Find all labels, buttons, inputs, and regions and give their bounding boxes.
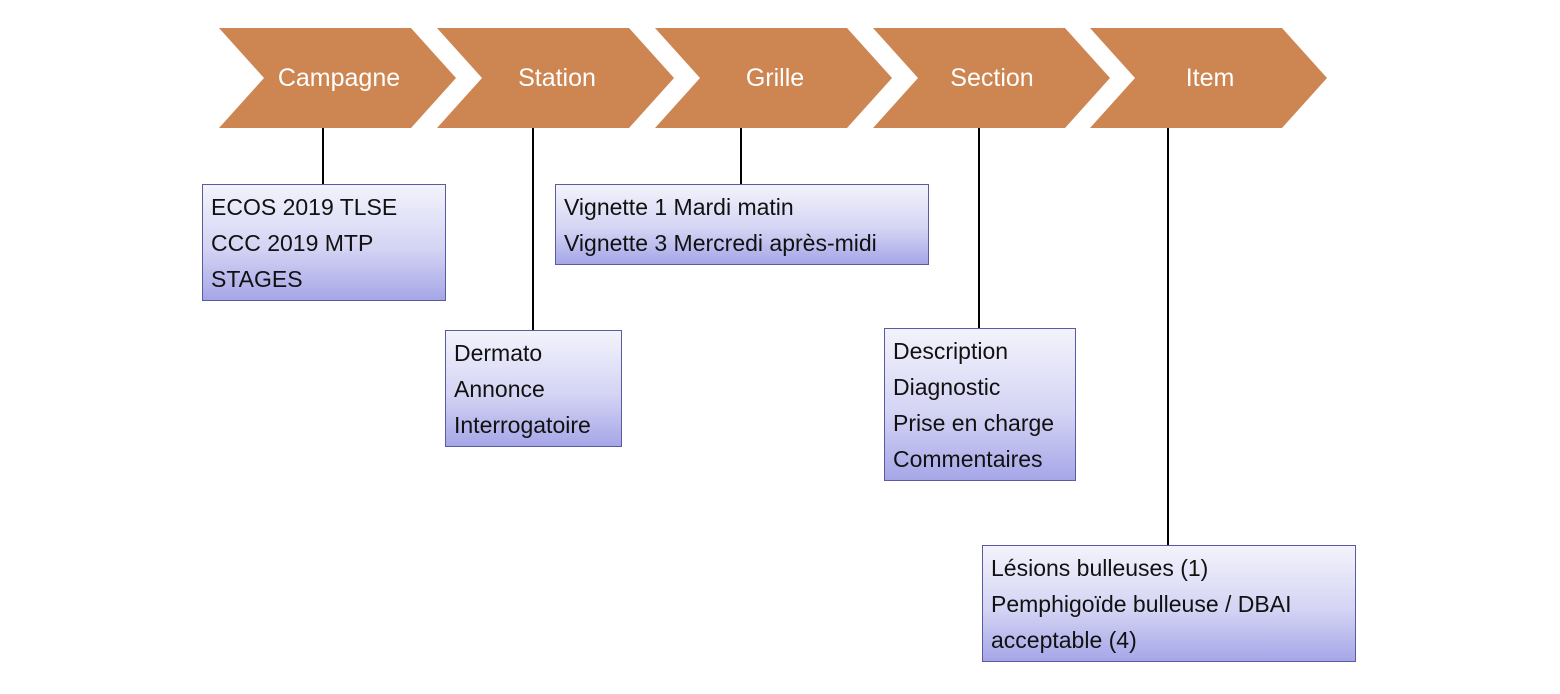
item-box: Lésions bulleuses (1) Pemphigoïde bulleu…	[982, 545, 1356, 662]
grille-box: Vignette 1 Mardi matin Vignette 3 Mercre…	[555, 184, 929, 265]
campagne-entry: STAGES	[211, 266, 303, 292]
grille-entry: Vignette 1 Mardi matin	[564, 194, 794, 220]
item-entry: Lésions bulleuses (1)	[991, 555, 1209, 581]
grille-entry: Vignette 3 Mercredi après-midi	[564, 230, 877, 256]
station-entry: Interrogatoire	[454, 412, 591, 438]
chevron-label-campagne: Campagne	[278, 64, 400, 92]
section-box: Description Diagnostic Prise en charge C…	[884, 328, 1076, 481]
section-entry: Prise en charge	[893, 410, 1055, 436]
chevron-section: Section	[873, 28, 1110, 128]
section-entry: Description	[893, 338, 1009, 364]
chevron-label-item: Item	[1186, 64, 1235, 92]
station-entry: Dermato	[454, 340, 543, 366]
station-box: Dermato Annonce Interrogatoire	[445, 330, 622, 447]
chevron-label-station: Station	[518, 64, 596, 92]
chevron-grille: Grille	[655, 28, 892, 128]
item-entry: Pemphigoïde bulleuse / DBAI	[991, 591, 1292, 617]
item-entry: acceptable (4)	[991, 627, 1137, 653]
campagne-entry: CCC 2019 MTP	[211, 230, 374, 256]
chevron-label-section: Section	[950, 64, 1033, 92]
section-entry: Commentaires	[893, 446, 1043, 472]
campagne-entry: ECOS 2019 TLSE	[211, 194, 398, 220]
chevron-label-grille: Grille	[746, 64, 804, 92]
section-entry: Diagnostic	[893, 374, 1001, 400]
chevron-campagne: Campagne	[219, 28, 456, 128]
chevron-station: Station	[437, 28, 674, 128]
chevron-item: Item	[1090, 28, 1327, 128]
campagne-box: ECOS 2019 TLSE CCC 2019 MTP STAGES	[202, 184, 446, 301]
station-entry: Annonce	[454, 376, 545, 402]
